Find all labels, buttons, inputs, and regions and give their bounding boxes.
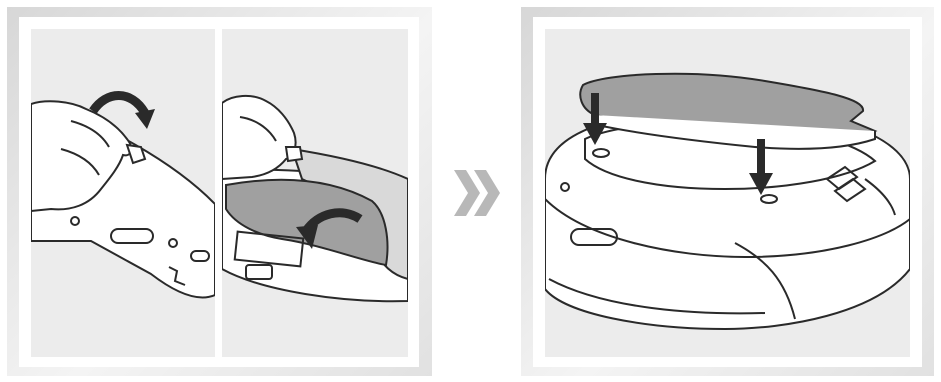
panel-peel-film-corner: [31, 29, 215, 357]
panel-remove-film: [222, 29, 408, 357]
curved-arrow-icon: [93, 96, 145, 114]
hand: [222, 96, 296, 179]
illustration-remove-film: [222, 29, 408, 357]
double-chevron-right-icon: [452, 168, 504, 218]
illustration-peel-corner: [31, 29, 215, 357]
panel-place-mop-pad: [545, 29, 910, 357]
illustration-place-pad: [545, 29, 910, 357]
